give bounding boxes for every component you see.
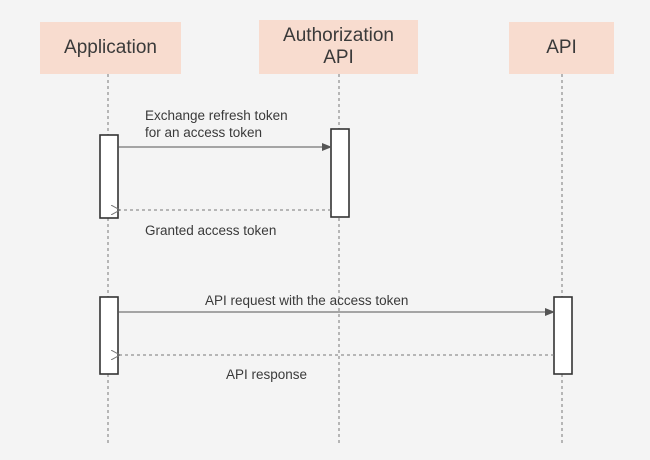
activation-api (553, 296, 573, 375)
activation-authorization-api (330, 128, 350, 218)
activation-application-2 (99, 296, 119, 375)
message-api-request-label: API request with the access token (205, 293, 409, 308)
participant-application: Application (40, 22, 181, 74)
participant-api-label: API (546, 37, 577, 58)
participant-application-label: Application (64, 37, 157, 58)
participant-api: API (509, 22, 614, 74)
participant-authorization-api: Authorization API (259, 20, 418, 74)
activation-application-1 (99, 134, 119, 219)
participant-authorization-api-label: Authorization API (283, 25, 394, 68)
message-exchange-label-line1: Exchange refresh token (145, 108, 288, 123)
message-api-response-label: API response (226, 367, 308, 382)
message-exchange-label-line2: for an access token (145, 125, 263, 140)
message-granted-label: Granted access token (145, 223, 277, 238)
